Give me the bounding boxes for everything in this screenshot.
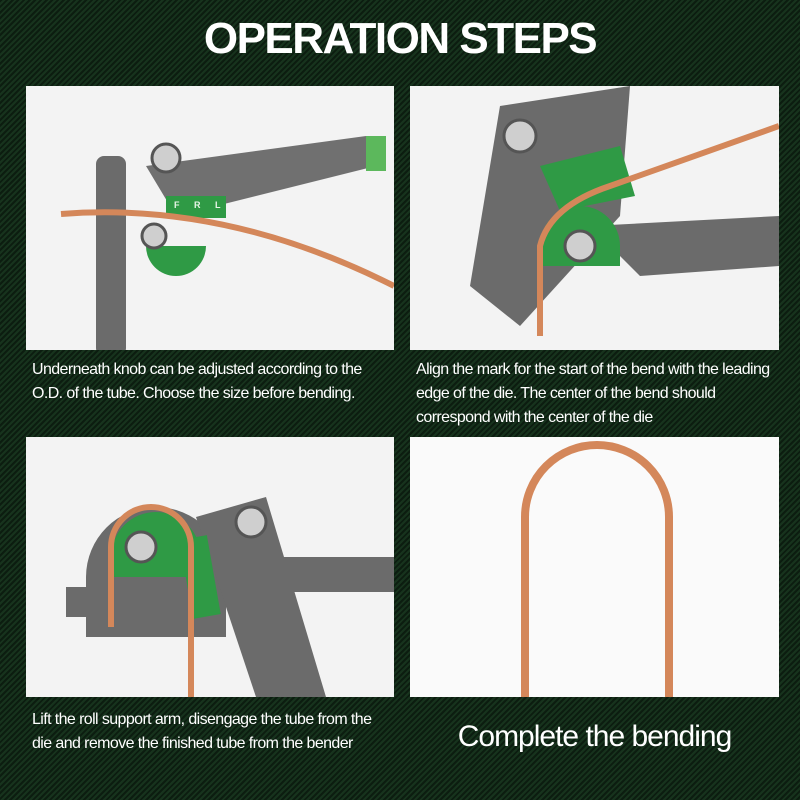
die-scale-marks: F R L (174, 200, 227, 210)
step-2-photo (410, 86, 779, 350)
page-title: OPERATION STEPS (203, 14, 598, 63)
step-2-caption: Align the mark for the start of the bend… (416, 361, 770, 426)
step-1-caption: Underneath knob can be adjusted accordin… (32, 361, 362, 402)
step-4-photo (410, 437, 779, 697)
step-3-photo (26, 437, 394, 697)
step-4-caption: Complete the bending (457, 720, 733, 753)
step-3-caption: Lift the roll support arm, disengage the… (32, 711, 372, 752)
step-1-photo: F R L (26, 86, 394, 350)
